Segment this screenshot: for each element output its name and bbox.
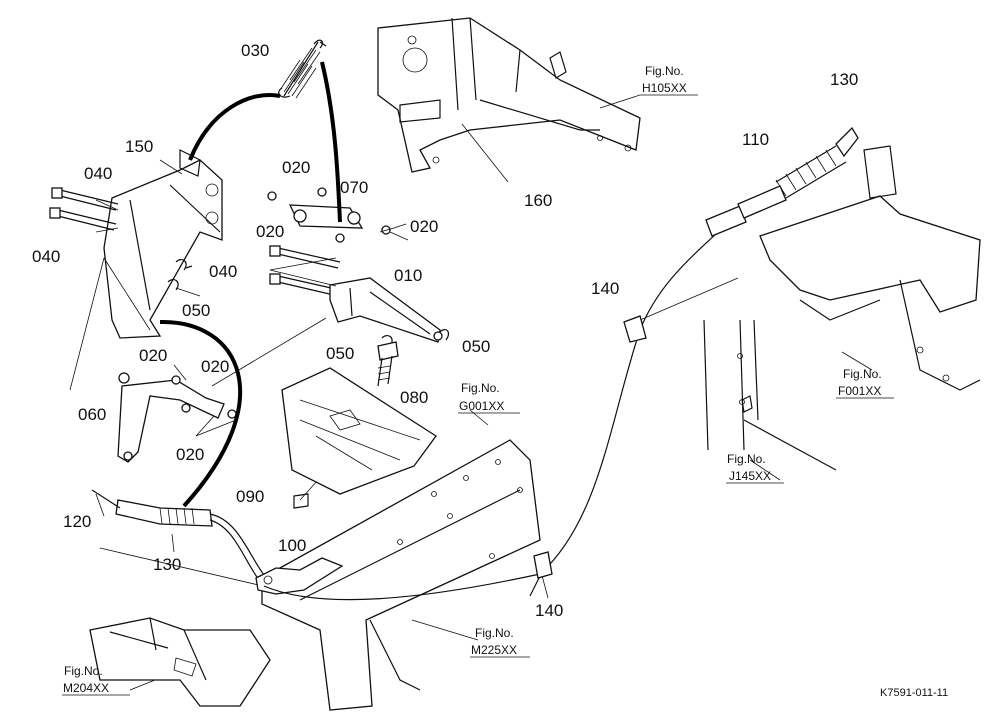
figref-j145-line2: J145XX bbox=[729, 469, 771, 483]
label-030: 030 bbox=[241, 41, 269, 60]
pedal-010 bbox=[329, 277, 443, 343]
label-080: 080 bbox=[400, 388, 428, 407]
label-160: 160 bbox=[524, 191, 552, 210]
figref-m225-line2: M225XX bbox=[471, 643, 517, 657]
label-040-mid: 040 bbox=[209, 262, 237, 281]
part-labels: 030 150 040 040 040 020 020 020 020 020 … bbox=[32, 41, 858, 620]
label-150: 150 bbox=[125, 137, 153, 156]
figref-m204-line2: M204XX bbox=[63, 681, 109, 695]
cable-loop-lower bbox=[159, 319, 242, 508]
figref-f001-line2: F001XX bbox=[838, 384, 881, 398]
label-110: 110 bbox=[742, 130, 769, 149]
frame-bottom-left bbox=[89, 617, 271, 707]
label-020-b: 020 bbox=[256, 222, 284, 241]
label-010: 010 bbox=[394, 266, 422, 285]
label-040-left: 040 bbox=[32, 247, 60, 266]
label-020-c: 020 bbox=[410, 217, 438, 236]
label-050-left: 050 bbox=[182, 301, 210, 320]
label-130-left: 130 bbox=[153, 555, 181, 574]
label-020-e: 020 bbox=[201, 357, 229, 376]
shaft-070 bbox=[267, 187, 391, 243]
drawing-code: K7591-011-11 bbox=[880, 687, 948, 699]
bolt-080 bbox=[377, 341, 399, 387]
post-j145 bbox=[703, 319, 837, 471]
figref-g001-line2: G001XX bbox=[459, 399, 504, 413]
cable-loop-right bbox=[320, 61, 342, 223]
figref-m204-line1: Fig.No. bbox=[64, 664, 103, 678]
label-060: 060 bbox=[78, 405, 106, 424]
label-020-a: 020 bbox=[282, 158, 310, 177]
label-050-mid: 050 bbox=[326, 344, 354, 363]
label-140-top: 140 bbox=[591, 279, 619, 298]
figref-h105-line2: H105XX bbox=[642, 81, 687, 95]
pin-090 bbox=[293, 493, 309, 509]
label-070: 070 bbox=[340, 178, 368, 197]
label-100: 100 bbox=[278, 536, 306, 555]
label-020-d: 020 bbox=[139, 346, 167, 365]
lever-100 bbox=[255, 557, 344, 595]
figref-g001-line1: Fig.No. bbox=[461, 381, 500, 395]
link-arm-060 bbox=[117, 372, 237, 463]
floor-plate bbox=[281, 367, 437, 495]
label-040-top: 040 bbox=[84, 164, 112, 183]
spring-030 bbox=[278, 39, 327, 99]
label-130-right: 130 bbox=[830, 70, 858, 89]
figref-m225-line1: Fig.No. bbox=[475, 626, 514, 640]
figref-j145-line1: Fig.No. bbox=[727, 452, 766, 466]
cable-loop-upper bbox=[188, 93, 281, 161]
figref-f001-line1: Fig.No. bbox=[843, 367, 882, 381]
figure-references: Fig.No. H105XX Fig.No. G001XX Fig.No. F0… bbox=[62, 64, 894, 696]
label-050-right: 050 bbox=[462, 337, 490, 356]
label-090: 090 bbox=[236, 487, 264, 506]
main-frame bbox=[261, 439, 541, 711]
bolts-040 bbox=[49, 187, 341, 297]
label-120: 120 bbox=[63, 512, 91, 531]
label-020-f: 020 bbox=[176, 445, 204, 464]
right-frame bbox=[759, 145, 981, 391]
label-140-bottom: 140 bbox=[535, 601, 563, 620]
cable-right bbox=[263, 126, 859, 601]
frame-bracket-top bbox=[377, 17, 641, 173]
figref-h105-line1: Fig.No. bbox=[645, 64, 684, 78]
